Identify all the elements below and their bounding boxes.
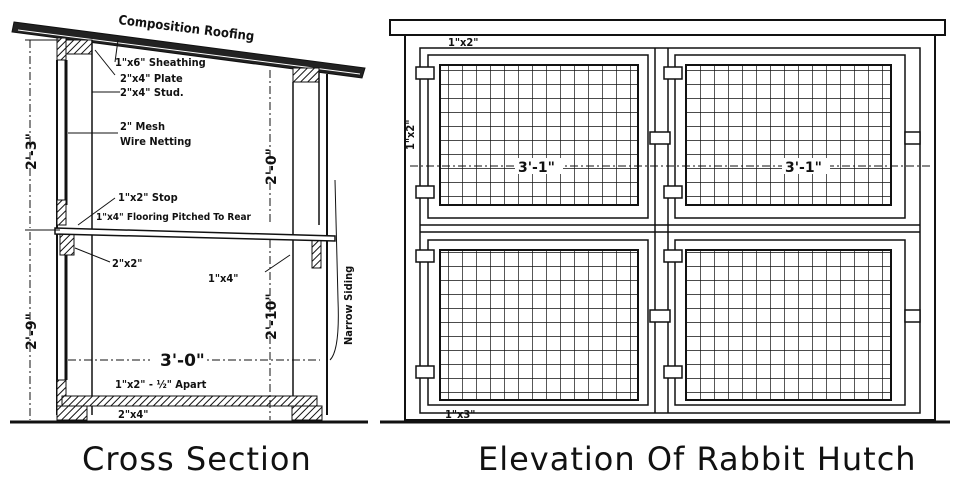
roof [11, 21, 366, 79]
dim-width: 3'-0" [160, 351, 205, 371]
label-side-stile: 1"x2" [404, 120, 417, 150]
dim-right-width: 3'-1" [785, 160, 822, 176]
label-board: 1"x4" [208, 272, 238, 285]
caption-elevation: Elevation Of Rabbit Hutch [478, 440, 917, 478]
dim-left-width: 3'-1" [518, 160, 555, 176]
dim-lower-height: 2'-9" [24, 313, 40, 350]
label-sill: 2"x4" [118, 408, 148, 421]
wire-mesh [685, 64, 892, 206]
label-flooring: 1"x4" Flooring Pitched To Rear [96, 212, 252, 223]
elevation-labels: 1"x2" 1"x2" 1"x3" 3'-1" 3'-1" Elevation … [404, 36, 917, 478]
label-stop: 1"x2" Stop [118, 191, 178, 204]
cross-section-labels: Composition Roofing 1"x6" Sheathing 2"x4… [24, 13, 355, 478]
label-wire-netting: Wire Netting [120, 135, 191, 148]
floor-slats [56, 395, 323, 421]
front-plate [56, 37, 67, 61]
label-sheathing: 1"x6" Sheathing [115, 56, 206, 69]
label-top-rail: 1"x2" [448, 36, 478, 49]
label-stud: 2"x4" Stud. [120, 86, 184, 99]
dim-lower-clear: 2'-10" [264, 293, 280, 340]
wire-mesh [439, 64, 639, 206]
door-top-left [427, 54, 649, 219]
latches [649, 131, 921, 323]
label-bottom-rail: 1"x3" [445, 408, 475, 421]
caption-cross-section: Cross Section [82, 440, 312, 478]
elevation [380, 19, 950, 424]
dim-upper-height: 2'-3" [24, 133, 40, 170]
dim-upper-clear: 2'-0" [264, 148, 280, 185]
cross-section [10, 21, 368, 424]
door-bottom-left [427, 239, 649, 406]
hinges [415, 66, 683, 379]
label-siding: Narrow Siding [342, 266, 355, 345]
wire-mesh [685, 249, 892, 401]
label-cleat: 2"x2" [112, 257, 142, 270]
wire-mesh [439, 249, 639, 401]
top-board [389, 19, 946, 36]
label-plate: 2"x4" Plate [120, 72, 183, 85]
door-top-right [674, 54, 906, 219]
label-mesh: 2" Mesh [120, 120, 165, 133]
label-slats: 1"x2" - ½" Apart [115, 378, 207, 391]
door-bottom-right [674, 239, 906, 406]
